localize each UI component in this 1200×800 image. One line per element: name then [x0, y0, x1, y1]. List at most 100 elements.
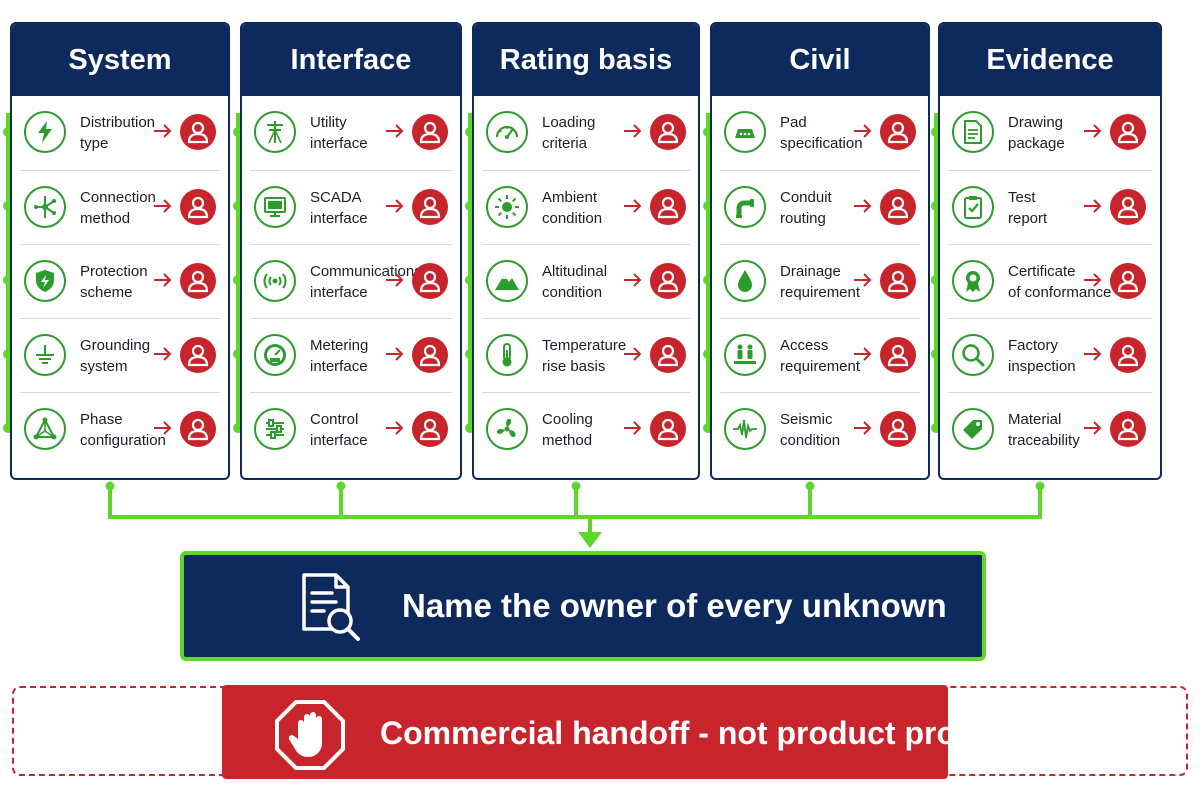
owner-person-icon — [650, 114, 686, 150]
list-item: Drainage requirement — [720, 244, 920, 318]
monitor-icon — [254, 186, 296, 228]
summary-text: Name the owner of every unknown — [402, 587, 947, 624]
item-label: Drainage requirement — [780, 261, 880, 303]
item-label-line1: Grounding — [80, 337, 151, 354]
item-label-line2: of conformance — [1008, 284, 1112, 301]
item-label-line2: requirement — [780, 284, 861, 301]
column-header: Civil — [712, 24, 928, 96]
owner-person-icon — [1110, 411, 1146, 447]
item-label-line1: Loading — [542, 114, 596, 131]
bus-dot — [1035, 481, 1045, 491]
item-label-line1: Seismic — [780, 411, 833, 428]
arrow-right-icon — [386, 199, 404, 213]
item-label-line2: method — [80, 210, 131, 227]
item-label-line2: configuration — [80, 432, 166, 449]
owner-person-icon — [650, 337, 686, 373]
warning-text: Commercial handoff - not product proof — [380, 715, 987, 751]
bus-dot — [336, 481, 346, 491]
item-label-line1: Pad — [780, 114, 807, 131]
arrow-right-icon — [154, 273, 172, 287]
list-item: Certificate of conformance — [948, 244, 1152, 318]
arrow-right-icon — [1084, 421, 1102, 435]
item-label-line1: Connection — [80, 189, 156, 206]
item-label-line2: interface — [310, 210, 368, 227]
owner-person-icon — [1110, 114, 1146, 150]
award-badge-icon — [952, 260, 994, 302]
owner-person-icon — [1110, 263, 1146, 299]
item-label-line1: Utility — [310, 114, 347, 131]
owner-person-icon — [650, 411, 686, 447]
owner-person-icon — [880, 263, 916, 299]
owner-person-icon — [1110, 337, 1146, 373]
utility-pole-icon — [254, 111, 296, 153]
owner-person-icon — [650, 189, 686, 225]
tag-icon — [952, 408, 994, 450]
arrow-right-icon — [624, 347, 642, 361]
meter-gauge-icon — [254, 334, 296, 376]
triangle-phase-icon — [24, 408, 66, 450]
column-header: Rating basis — [474, 24, 698, 96]
bus-dot — [571, 481, 581, 491]
arrow-right-icon — [1084, 124, 1102, 138]
item-label-line1: Distribution — [80, 114, 156, 131]
item-label-line1: Factory — [1008, 337, 1059, 354]
column-header: Evidence — [940, 24, 1160, 96]
item-label-line2: condition — [542, 284, 603, 301]
speedometer-icon — [486, 111, 528, 153]
arrow-right-icon — [1084, 347, 1102, 361]
magnifier-icon — [952, 334, 994, 376]
item-label: Connection method — [80, 187, 180, 229]
item-label-line2: package — [1008, 135, 1065, 152]
lightning-bolt-icon — [24, 111, 66, 153]
owner-person-icon — [880, 189, 916, 225]
clipboard-check-icon — [952, 186, 994, 228]
arrow-right-icon — [386, 273, 404, 287]
arrow-right-icon — [854, 199, 872, 213]
item-label-line1: Temperature — [542, 337, 627, 354]
stop-hand-icon — [275, 700, 345, 770]
arrow-right-icon — [624, 421, 642, 435]
item-label-line1: Certificate — [1008, 263, 1076, 280]
shield-bolt-icon — [24, 260, 66, 302]
item-label-line2: interface — [310, 432, 368, 449]
item-label-line1: Communications — [310, 263, 422, 280]
item-label-line1: Drainage — [780, 263, 841, 280]
arrow-right-icon — [854, 273, 872, 287]
arrow-right-icon — [624, 273, 642, 287]
thermometer-icon — [486, 334, 528, 376]
item-label-line1: Material — [1008, 411, 1062, 428]
owner-person-icon — [180, 114, 216, 150]
water-drop-icon — [724, 260, 766, 302]
arrow-right-icon — [386, 347, 404, 361]
seismic-wave-icon — [724, 408, 766, 450]
